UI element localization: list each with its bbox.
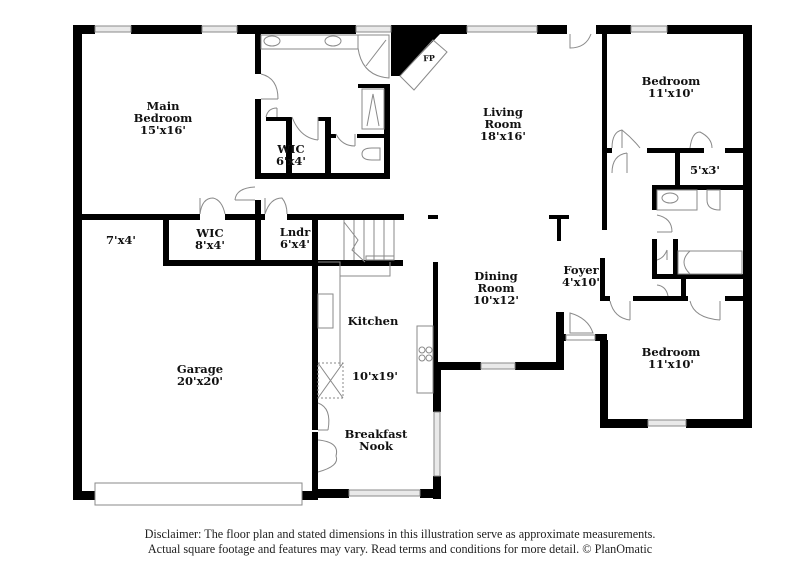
room-label-bedroom-ne: Bedroom 11'x10' (642, 75, 701, 99)
room-dimensions: 8'x4' (195, 238, 225, 252)
room-name: Room (484, 117, 522, 131)
room-label-bedroom-se: Bedroom 11'x10' (642, 346, 701, 370)
disclaimer: Disclaimer: The floor plan and stated di… (0, 527, 800, 557)
room-dimensions: 6'x4' (276, 154, 306, 168)
room-label-living-room: Living Room 18'x16' (480, 106, 526, 142)
room-label-kitchen: Kitchen (348, 315, 399, 327)
room-label-kitchen-dim: 10'x19' (352, 370, 398, 382)
room-name: WIC (277, 142, 305, 156)
disclaimer-line-2: Actual square footage and features may v… (147, 542, 653, 556)
room-label-dining-room: Dining Room 10'x12' (473, 270, 519, 306)
room-label-closet-5x3: 5'x3' (690, 164, 720, 176)
room-label-closet-7x4: 7'x4' (106, 234, 136, 246)
room-dimensions: 10'x12' (473, 293, 519, 307)
room-dimensions: 6'x4' (280, 237, 310, 251)
room-label-breakfast-nook: Breakfast Nook (345, 428, 408, 452)
room-name: Bedroom (641, 345, 701, 359)
room-name: Breakfast (344, 427, 408, 441)
room-dimensions: 11'x10' (648, 357, 694, 371)
room-label-wic-main: WIC 6'x4' (276, 143, 306, 167)
room-name: WIC (196, 226, 224, 240)
room-dimensions: 5'x3' (690, 163, 720, 177)
room-name: Living (483, 105, 523, 119)
room-dimensions: 20'x20' (177, 374, 223, 388)
room-name: Lndr (279, 225, 311, 239)
room-dimensions: 15'x16' (140, 123, 186, 137)
room-dimensions: 18'x16' (480, 129, 526, 143)
room-name: Nook (359, 439, 393, 453)
interior-walls (82, 34, 743, 430)
room-name: Garage (176, 362, 224, 376)
room-dimensions: 10'x19' (352, 369, 398, 383)
room-label-wic-hall: WIC 8'x4' (195, 227, 225, 251)
room-name: Room (477, 281, 515, 295)
room-name: Bedroom (133, 111, 193, 125)
disclaimer-line-1: Disclaimer: The floor plan and stated di… (144, 527, 656, 541)
room-label-laundry: Lndr 6'x4' (280, 226, 311, 250)
room-name: Foyer (563, 263, 599, 277)
room-dimensions: 7'x4' (106, 233, 136, 247)
fireplace-label: FP (422, 52, 436, 64)
fixtures (199, 33, 743, 473)
room-label-garage: Garage 20'x20' (177, 363, 223, 387)
room-name: Dining (474, 269, 518, 283)
windows (94, 25, 687, 506)
room-dimensions: 4'x10' (562, 275, 600, 289)
room-name: Main (146, 99, 180, 113)
room-name: Bedroom (641, 74, 701, 88)
room-label-foyer: Foyer 4'x10' (562, 264, 600, 288)
room-label-main-bedroom: Main Bedroom 15'x16' (134, 100, 193, 136)
room-dimensions: 11'x10' (648, 86, 694, 100)
room-name: Kitchen (347, 314, 399, 328)
